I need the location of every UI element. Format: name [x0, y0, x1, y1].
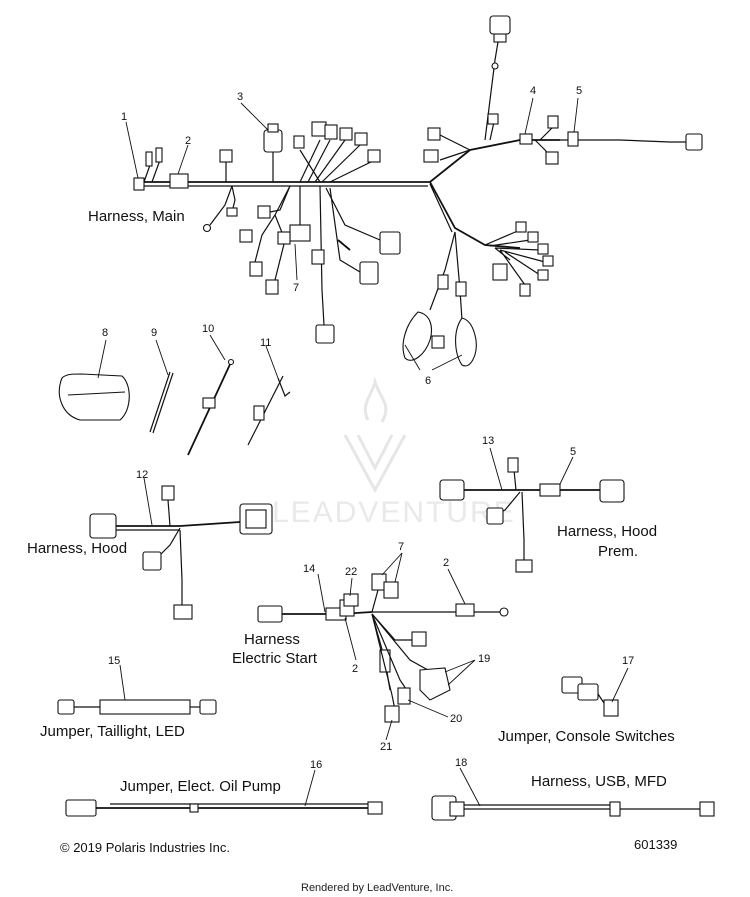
label-harness-hood: Harness, Hood [27, 540, 127, 557]
callout-14: 14 [303, 563, 315, 575]
callout-10: 10 [202, 323, 214, 335]
callout-13: 13 [482, 435, 494, 447]
assembly-labels: Harness, Main Harness, Hood Harness, Hoo… [27, 208, 675, 795]
callout-19: 19 [478, 653, 490, 665]
harness-hood [89, 485, 273, 620]
jumper-elect-oil-pump [65, 799, 383, 817]
jumper-taillight [57, 699, 217, 715]
label-harness-electric-start-line1: Harness [244, 631, 300, 648]
harness-main [133, 15, 703, 367]
label-harness-electric-start-line2: Electric Start [232, 650, 318, 667]
harness-usb-mfd [431, 795, 715, 821]
callout-9: 9 [151, 327, 157, 339]
callout-5: 5 [576, 85, 582, 97]
callout-15: 15 [108, 655, 120, 667]
callout-1: 1 [121, 111, 127, 123]
callout-11: 11 [260, 337, 271, 349]
label-harness-hood-prem-line1: Harness, Hood [557, 523, 657, 540]
label-jumper-oil-pump: Jumper, Elect. Oil Pump [120, 778, 281, 795]
callout-7: 7 [293, 282, 299, 294]
label-jumper-console-switches: Jumper, Console Switches [498, 728, 675, 745]
callout-7b: 7 [398, 541, 404, 553]
callout-21: 21 [380, 741, 392, 753]
callout-3: 3 [237, 91, 243, 103]
callout-6: 6 [425, 375, 431, 387]
jumper-console-switches [561, 676, 619, 717]
rendered-by: Rendered by LeadVenture, Inc. [301, 882, 453, 894]
harness-electric-start [257, 573, 509, 723]
callout-18: 18 [455, 757, 467, 769]
label-harness-hood-prem-line2: Prem. [598, 543, 638, 560]
callout-4: 4 [530, 85, 536, 97]
diagram-number: 601339 [634, 837, 677, 852]
copyright: © 2019 Polaris Industries Inc. [60, 840, 230, 855]
callout-2: 2 [185, 135, 191, 147]
callout-20: 20 [450, 713, 462, 725]
watermark-text: LEADVENTURE [272, 496, 516, 529]
callout-numbers: 1 2 3 4 5 6 7 8 9 10 11 12 13 5 7 2 2 14… [102, 85, 634, 771]
part-8-sleeve [58, 373, 130, 421]
leader-lines [97, 97, 629, 807]
label-jumper-taillight: Jumper, Taillight, LED [40, 723, 185, 740]
callout-22: 22 [345, 566, 357, 578]
label-harness-main: Harness, Main [88, 208, 185, 225]
callout-17: 17 [622, 655, 634, 667]
callout-5b: 5 [570, 446, 576, 458]
callout-2c: 2 [352, 663, 358, 675]
harness-hood-prem [439, 457, 625, 573]
part-9-tie [149, 371, 174, 434]
part-11-tie-mount [247, 375, 291, 446]
part-10-tie-clip [187, 358, 235, 456]
callout-8: 8 [102, 327, 108, 339]
footer: © 2019 Polaris Industries Inc. 601339 Re… [60, 837, 677, 894]
callout-2b: 2 [443, 557, 449, 569]
leadventure-watermark: LEADVENTURE [272, 376, 516, 529]
callout-12: 12 [136, 469, 148, 481]
callout-16: 16 [310, 759, 322, 771]
label-harness-usb: Harness, USB, MFD [531, 773, 667, 790]
